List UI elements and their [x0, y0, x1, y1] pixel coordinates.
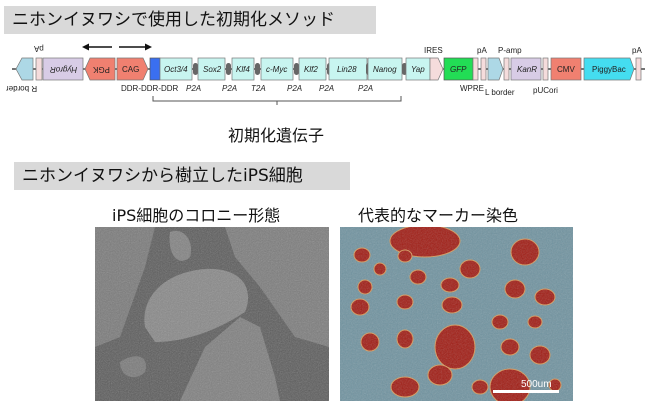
cag-direction-arrow: [119, 43, 152, 51]
pgk-direction-arrow: [82, 43, 112, 51]
linker-label: P2A: [186, 84, 202, 93]
pa-right-label: pA: [632, 46, 642, 55]
gfp-label: GFP: [450, 65, 467, 74]
klf2-element: [298, 57, 327, 81]
ires-label: IRES: [424, 46, 443, 55]
hygror-element: [42, 57, 84, 81]
pgk-label: PGK: [93, 65, 110, 74]
cag-label: CAG: [122, 65, 140, 74]
pa-left-label: pA: [34, 44, 44, 53]
ips-section-header: ニホンイヌワシから樹立したiPS細胞: [14, 162, 350, 190]
wpre-element: [472, 57, 479, 81]
pgk-element: [84, 57, 116, 81]
puc-label: pUCori: [533, 86, 558, 95]
r-border-element: [15, 57, 34, 81]
colony-caption: iPS細胞のコロニー形態: [112, 206, 281, 225]
pa-mid-label: pA: [477, 46, 487, 55]
marker-staining-image: [340, 227, 573, 401]
r-border-label: R border: [6, 84, 38, 93]
vector-construct-diagram: R border pA HygroR PGK CAG DDR-DDR-DDR O…: [0, 40, 650, 150]
linker-label: P2A: [287, 84, 303, 93]
colony-morphology-image: [95, 227, 329, 401]
oct34-element: [159, 57, 193, 81]
cmyc-element: [260, 57, 294, 81]
l-border-label: L border: [485, 88, 515, 97]
linker-label: P2A: [319, 84, 335, 93]
cmv-label: CMV: [557, 65, 575, 74]
klf2-label: Klf2: [304, 65, 318, 74]
kanr-label: KanR: [517, 65, 538, 74]
ddr-element: [149, 57, 161, 81]
ires-element: [429, 57, 444, 81]
puc-element: [542, 57, 549, 81]
wpre-label: WPRE: [460, 84, 484, 93]
pa-left-element: [35, 57, 43, 81]
p-amp-label: P-amp: [498, 46, 522, 55]
reprogramming-genes-label: 初期化遺伝子: [228, 126, 325, 145]
linker-label: P2A: [222, 84, 238, 93]
kanr-element: [510, 57, 542, 81]
scale-bar-label: 500um: [521, 379, 552, 390]
sox2-element: [197, 57, 226, 81]
linker-label: P2A: [358, 84, 374, 93]
hygror-label: HygroR: [50, 65, 78, 74]
klf4-label: Klf4: [236, 65, 250, 74]
method-section-header: ニホンイヌワシで使用した初期化メソッド: [4, 6, 376, 34]
pa-right-element: [635, 57, 642, 81]
yap-label: Yap: [411, 65, 425, 74]
klf4-element: [231, 57, 255, 81]
sox2-label: Sox2: [203, 65, 222, 74]
pa-mid-element: [480, 57, 487, 81]
piggybac-element: [583, 57, 635, 81]
l-border-element: [487, 57, 504, 81]
linker-label: T2A: [251, 84, 266, 93]
oct34-label: Oct3/4: [164, 65, 188, 74]
lin28-label: Lin28: [337, 65, 357, 74]
reprogramming-genes-bracket: [152, 96, 402, 105]
cag-element: [116, 57, 149, 81]
ddr-label: DDR-DDR-DDR: [121, 84, 179, 93]
scale-bar: [493, 390, 559, 393]
nanog-label: Nanog: [373, 65, 397, 74]
piggybac-label: PiggyBac: [592, 65, 626, 74]
p-amp-element: [503, 57, 510, 81]
marker-caption: 代表的なマーカー染色: [358, 206, 519, 225]
cmyc-label: c-Myc: [266, 65, 288, 74]
cmv-element: [550, 57, 582, 81]
